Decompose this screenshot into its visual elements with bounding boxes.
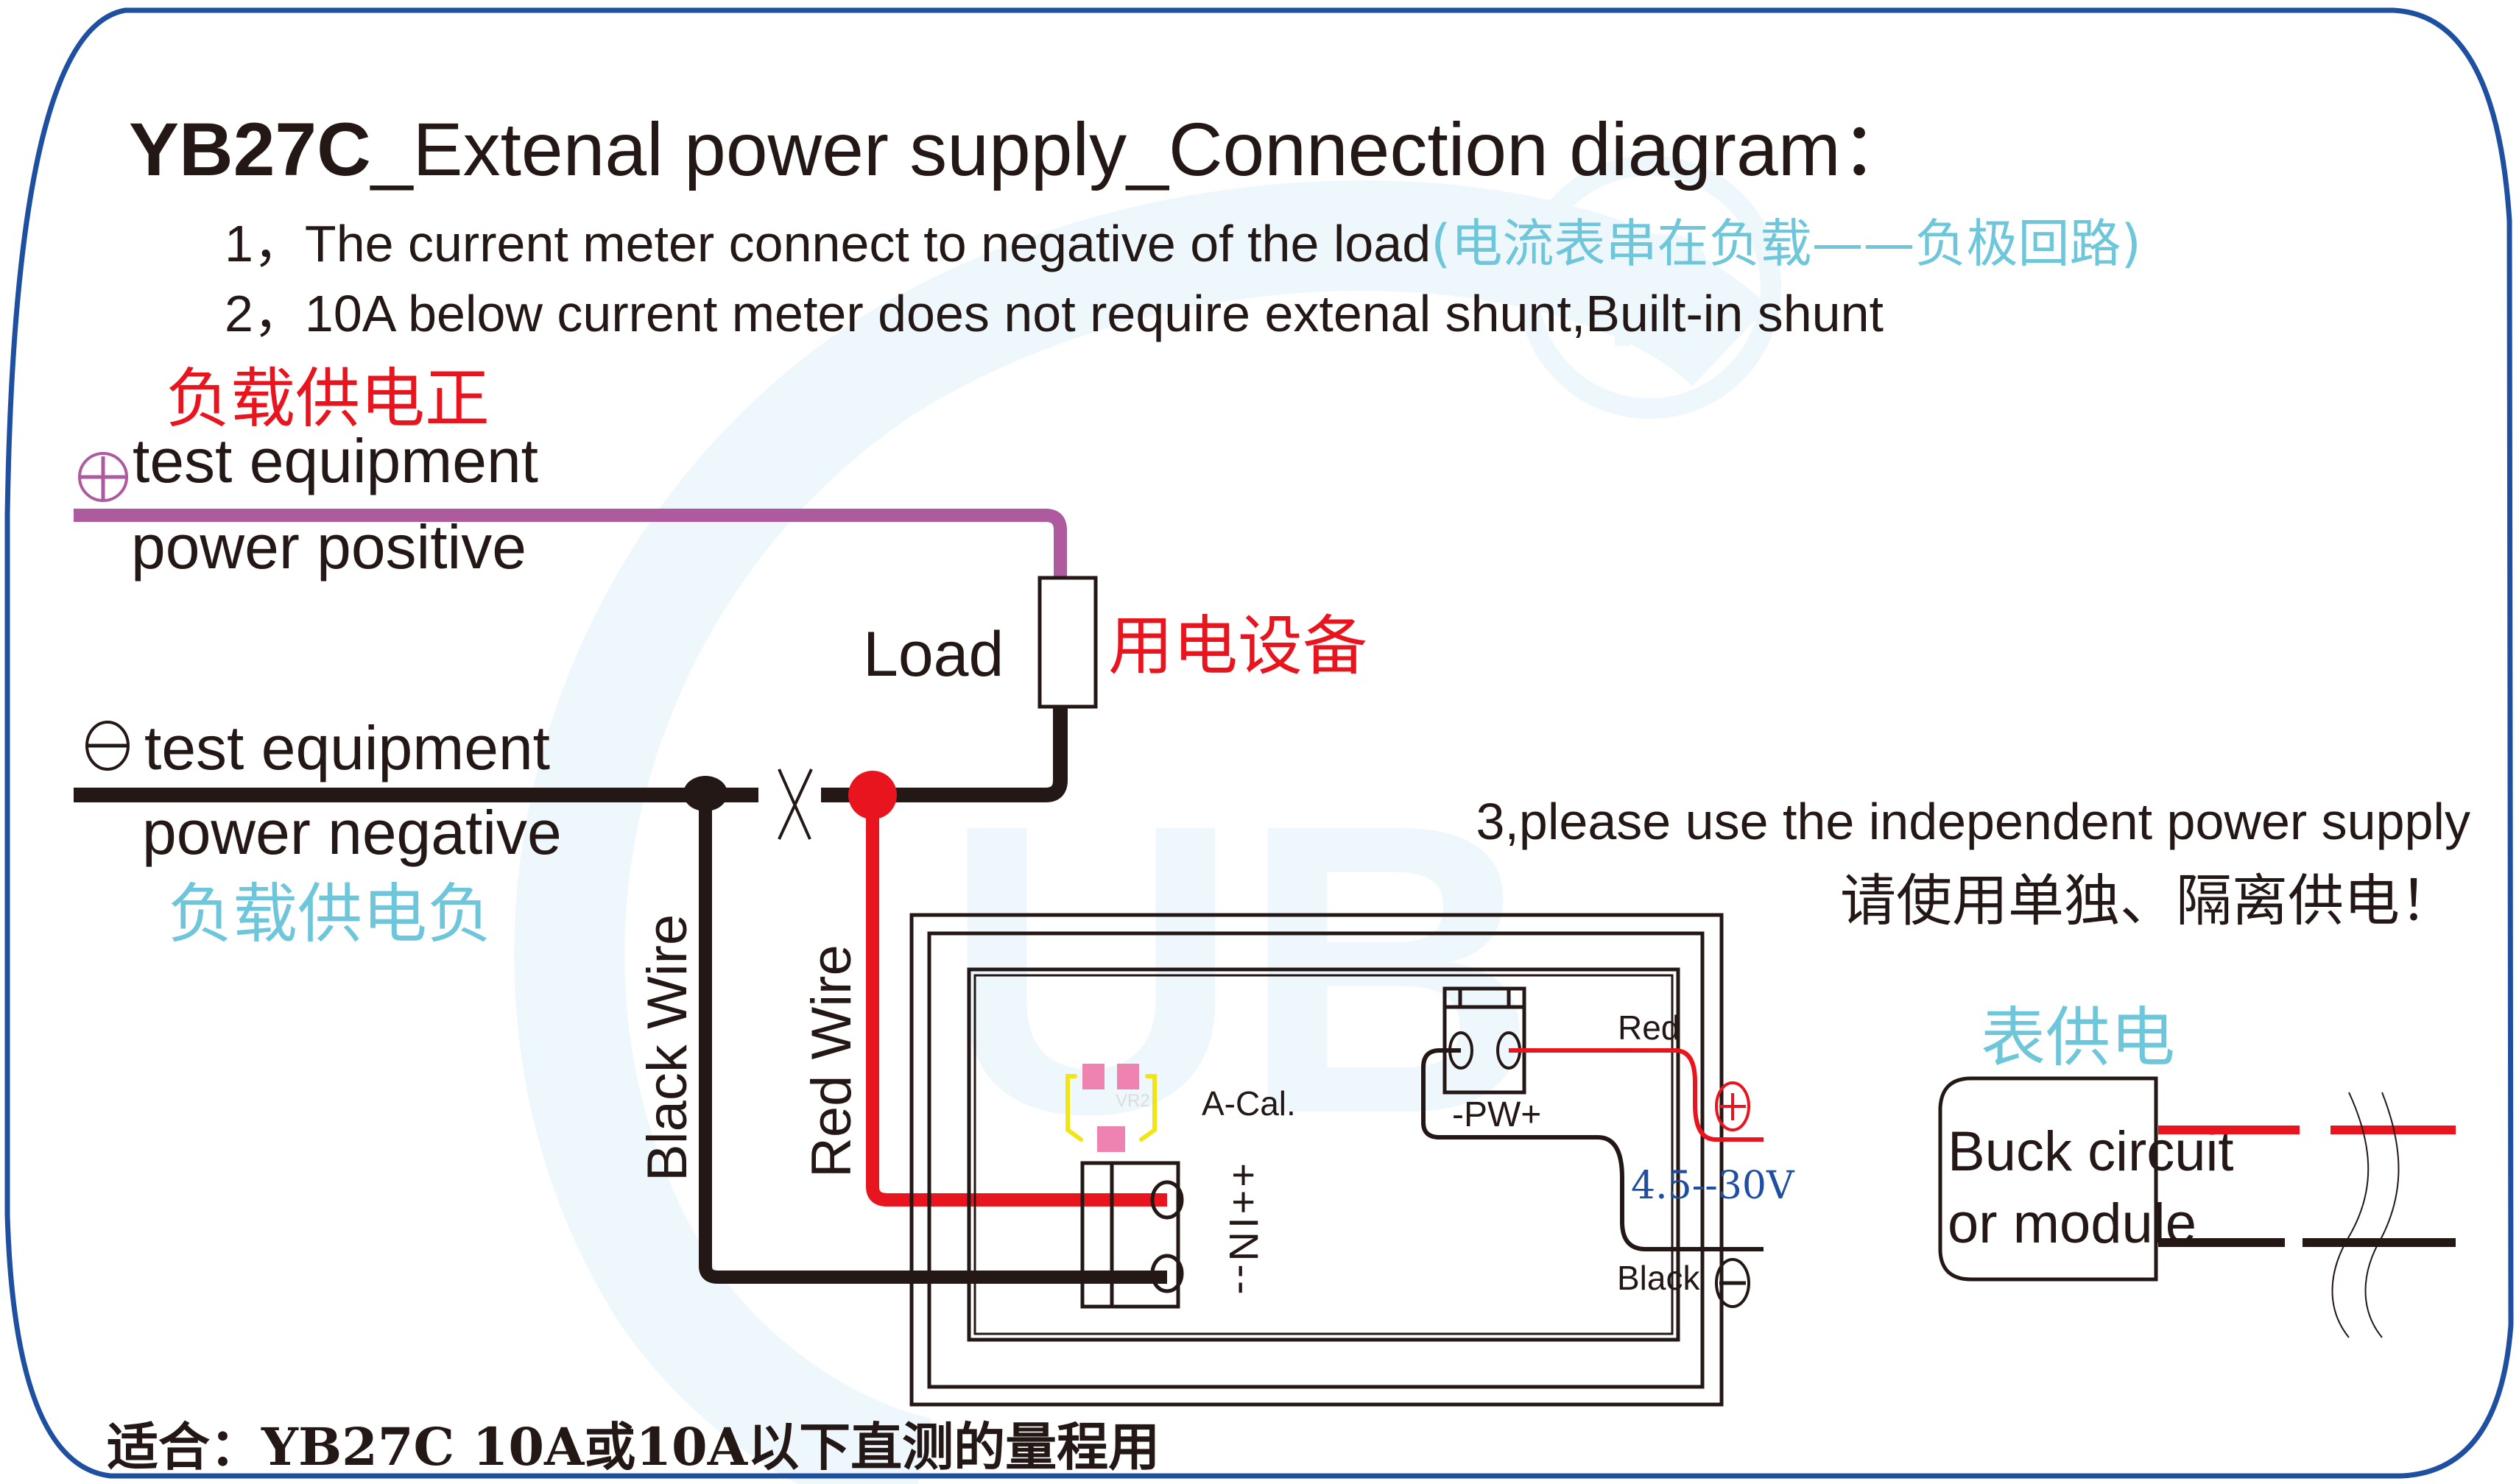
supply-voltage: 4.5--30V xyxy=(1631,1164,1795,1208)
negative-label-line1: test equipment xyxy=(144,713,550,782)
supply-red-wire xyxy=(1509,1048,1764,1142)
pot-label: VR2 xyxy=(1116,1091,1150,1111)
positive-wire xyxy=(74,509,1067,582)
load-resistor xyxy=(1037,576,1098,709)
buck-line2: or module xyxy=(1948,1192,2196,1255)
positive-label-line2: power positive xyxy=(131,512,526,582)
title-rest: _Extenal power supply_Connection diagram… xyxy=(370,107,1916,191)
input-terminal-label: ++IN-- xyxy=(1221,1163,1267,1298)
frame-border xyxy=(4,7,2514,1479)
page-title: YB27C_Extenal power supply_Connection di… xyxy=(129,107,1916,191)
black-junction xyxy=(683,776,727,811)
potentiometer-vr2: VR2 xyxy=(1065,1064,1157,1152)
watermark-arc xyxy=(514,180,1769,1484)
note-1-cn: (电流表串在负载——负极回路) xyxy=(1431,213,2141,274)
note-1: 1，The current meter connect to negative … xyxy=(225,213,2141,274)
positive-cn-label: 负载供电正 xyxy=(166,361,490,437)
supply-red-label: Red xyxy=(1618,1008,1680,1047)
negative-wire-right xyxy=(821,705,1068,802)
supply-black-wire xyxy=(1421,1048,1764,1251)
note-3: 3,please use the independent power suppl… xyxy=(1476,793,2470,850)
meter-body xyxy=(909,913,1724,1407)
power-terminal xyxy=(1442,986,1526,1095)
wire-break-icon xyxy=(2331,1092,2400,1338)
note-3-cn: 请使用单独、隔离供电！ xyxy=(1840,868,2456,933)
buck-module-outline xyxy=(1938,1076,2158,1282)
black-wire-label: Black Wire xyxy=(636,914,699,1181)
supply-plus-icon xyxy=(1715,1081,1750,1131)
power-terminal-label: -PW+ xyxy=(1452,1095,1541,1134)
load-cn-label: 用电设备 xyxy=(1108,608,1367,684)
negative-cn-label: 负载供电负 xyxy=(168,876,492,952)
load-label: Load xyxy=(863,619,1004,690)
black-wire xyxy=(699,795,1167,1284)
watermark-registered-circle xyxy=(1518,155,1781,419)
meter-supply-cn-label: 表供电 xyxy=(1981,1000,2175,1075)
watermark-registered-letter: R xyxy=(1602,199,1719,381)
positive-label-line1: test equipment xyxy=(133,426,538,495)
negative-label-line2: power negative xyxy=(142,798,562,867)
input-terminal xyxy=(1080,1161,1184,1309)
footer-note: 适合：YB27C 10A或10A以下直测的量程用 xyxy=(107,1416,1160,1477)
supply-minus-icon xyxy=(1715,1258,1750,1308)
break-mark-icon xyxy=(778,768,813,840)
supply-black-label: Black xyxy=(1617,1259,1700,1297)
title-model: YB27C xyxy=(129,107,371,191)
negative-symbol-icon xyxy=(85,721,130,771)
note-1-text: 1，The current meter connect to negative … xyxy=(225,215,1431,272)
positive-symbol-icon xyxy=(78,452,128,502)
note-2: 2，10A below current meter does not requi… xyxy=(225,285,1884,342)
red-junction xyxy=(848,771,897,819)
red-wire-label: Red Wire xyxy=(800,944,863,1178)
calibration-label: A-Cal. xyxy=(1202,1084,1296,1123)
red-wire xyxy=(866,795,1167,1206)
